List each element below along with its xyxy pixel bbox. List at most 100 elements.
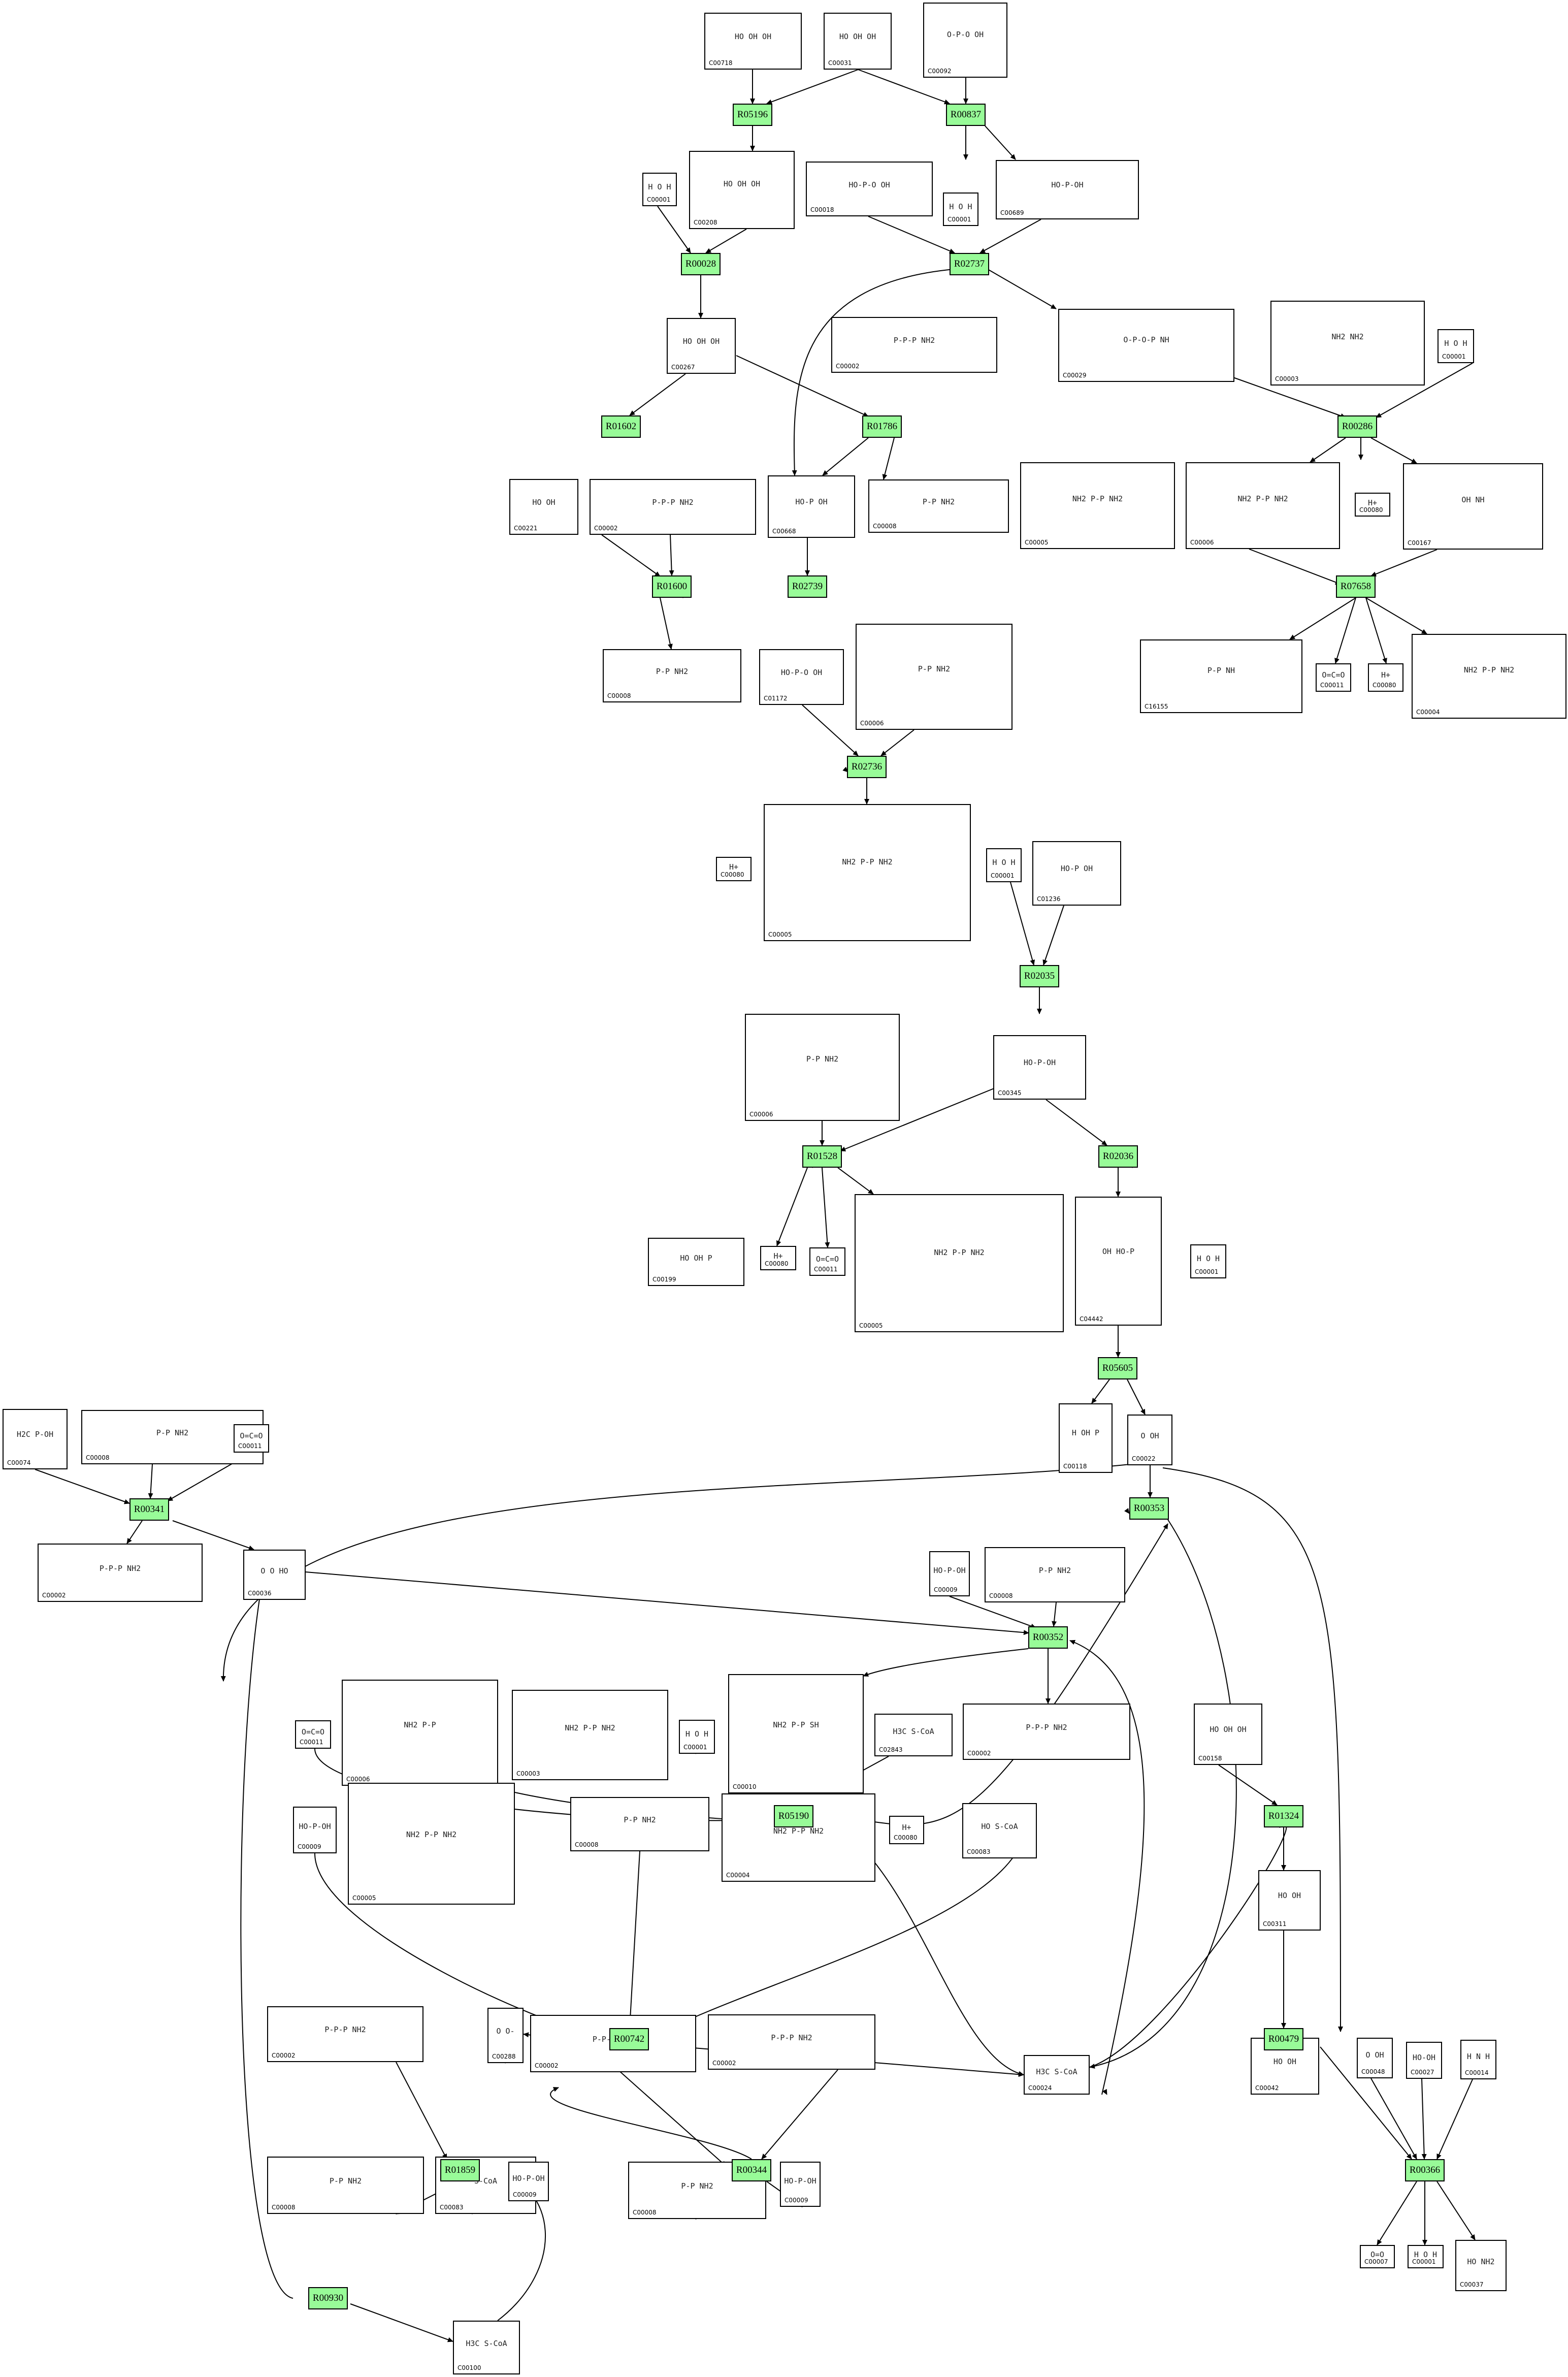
reaction-node[interactable]: R02035 <box>1020 965 1059 987</box>
reaction-node[interactable]: R00352 <box>1028 1626 1068 1649</box>
reaction-node[interactable]: R02736 <box>847 756 887 778</box>
compound-node[interactable]: H+C00080 <box>716 857 752 881</box>
reaction-node[interactable]: R00286 <box>1337 415 1377 438</box>
reaction-node[interactable]: R05605 <box>1098 1357 1137 1379</box>
reaction-node[interactable]: R02036 <box>1098 1145 1138 1168</box>
reaction-node[interactable]: R01859 <box>440 2159 480 2181</box>
reaction-node[interactable]: R00479 <box>1264 2028 1303 2050</box>
compound-node[interactable]: O O-C00288 <box>487 2008 524 2063</box>
reaction-node[interactable]: R01324 <box>1264 1805 1303 1827</box>
reaction-node[interactable]: R01600 <box>652 575 692 598</box>
reaction-node[interactable]: R00366 <box>1405 2159 1445 2181</box>
reaction-node[interactable]: R07658 <box>1336 575 1376 598</box>
reaction-node[interactable]: R05190 <box>774 1805 813 1827</box>
compound-node[interactable]: H+C00080 <box>1368 663 1403 692</box>
reaction-node[interactable]: R02737 <box>950 253 989 275</box>
reaction-node[interactable]: R00341 <box>129 1498 169 1521</box>
compound-node[interactable]: H+C00080 <box>760 1246 796 1270</box>
reaction-node[interactable]: R01602 <box>601 415 641 438</box>
compound-node[interactable]: H+C00080 <box>1355 493 1390 517</box>
reaction-node[interactable]: R01786 <box>862 415 902 438</box>
compound-node[interactable]: H+C00080 <box>889 1816 924 1844</box>
reaction-node[interactable]: R00353 <box>1129 1497 1169 1520</box>
reaction-node[interactable]: R00742 <box>609 2028 649 2050</box>
reaction-node[interactable]: R01528 <box>802 1145 842 1168</box>
reaction-node[interactable]: R00837 <box>946 104 986 126</box>
reaction-node[interactable]: R00344 <box>732 2159 771 2181</box>
reaction-node[interactable]: R00930 <box>308 2287 348 2309</box>
